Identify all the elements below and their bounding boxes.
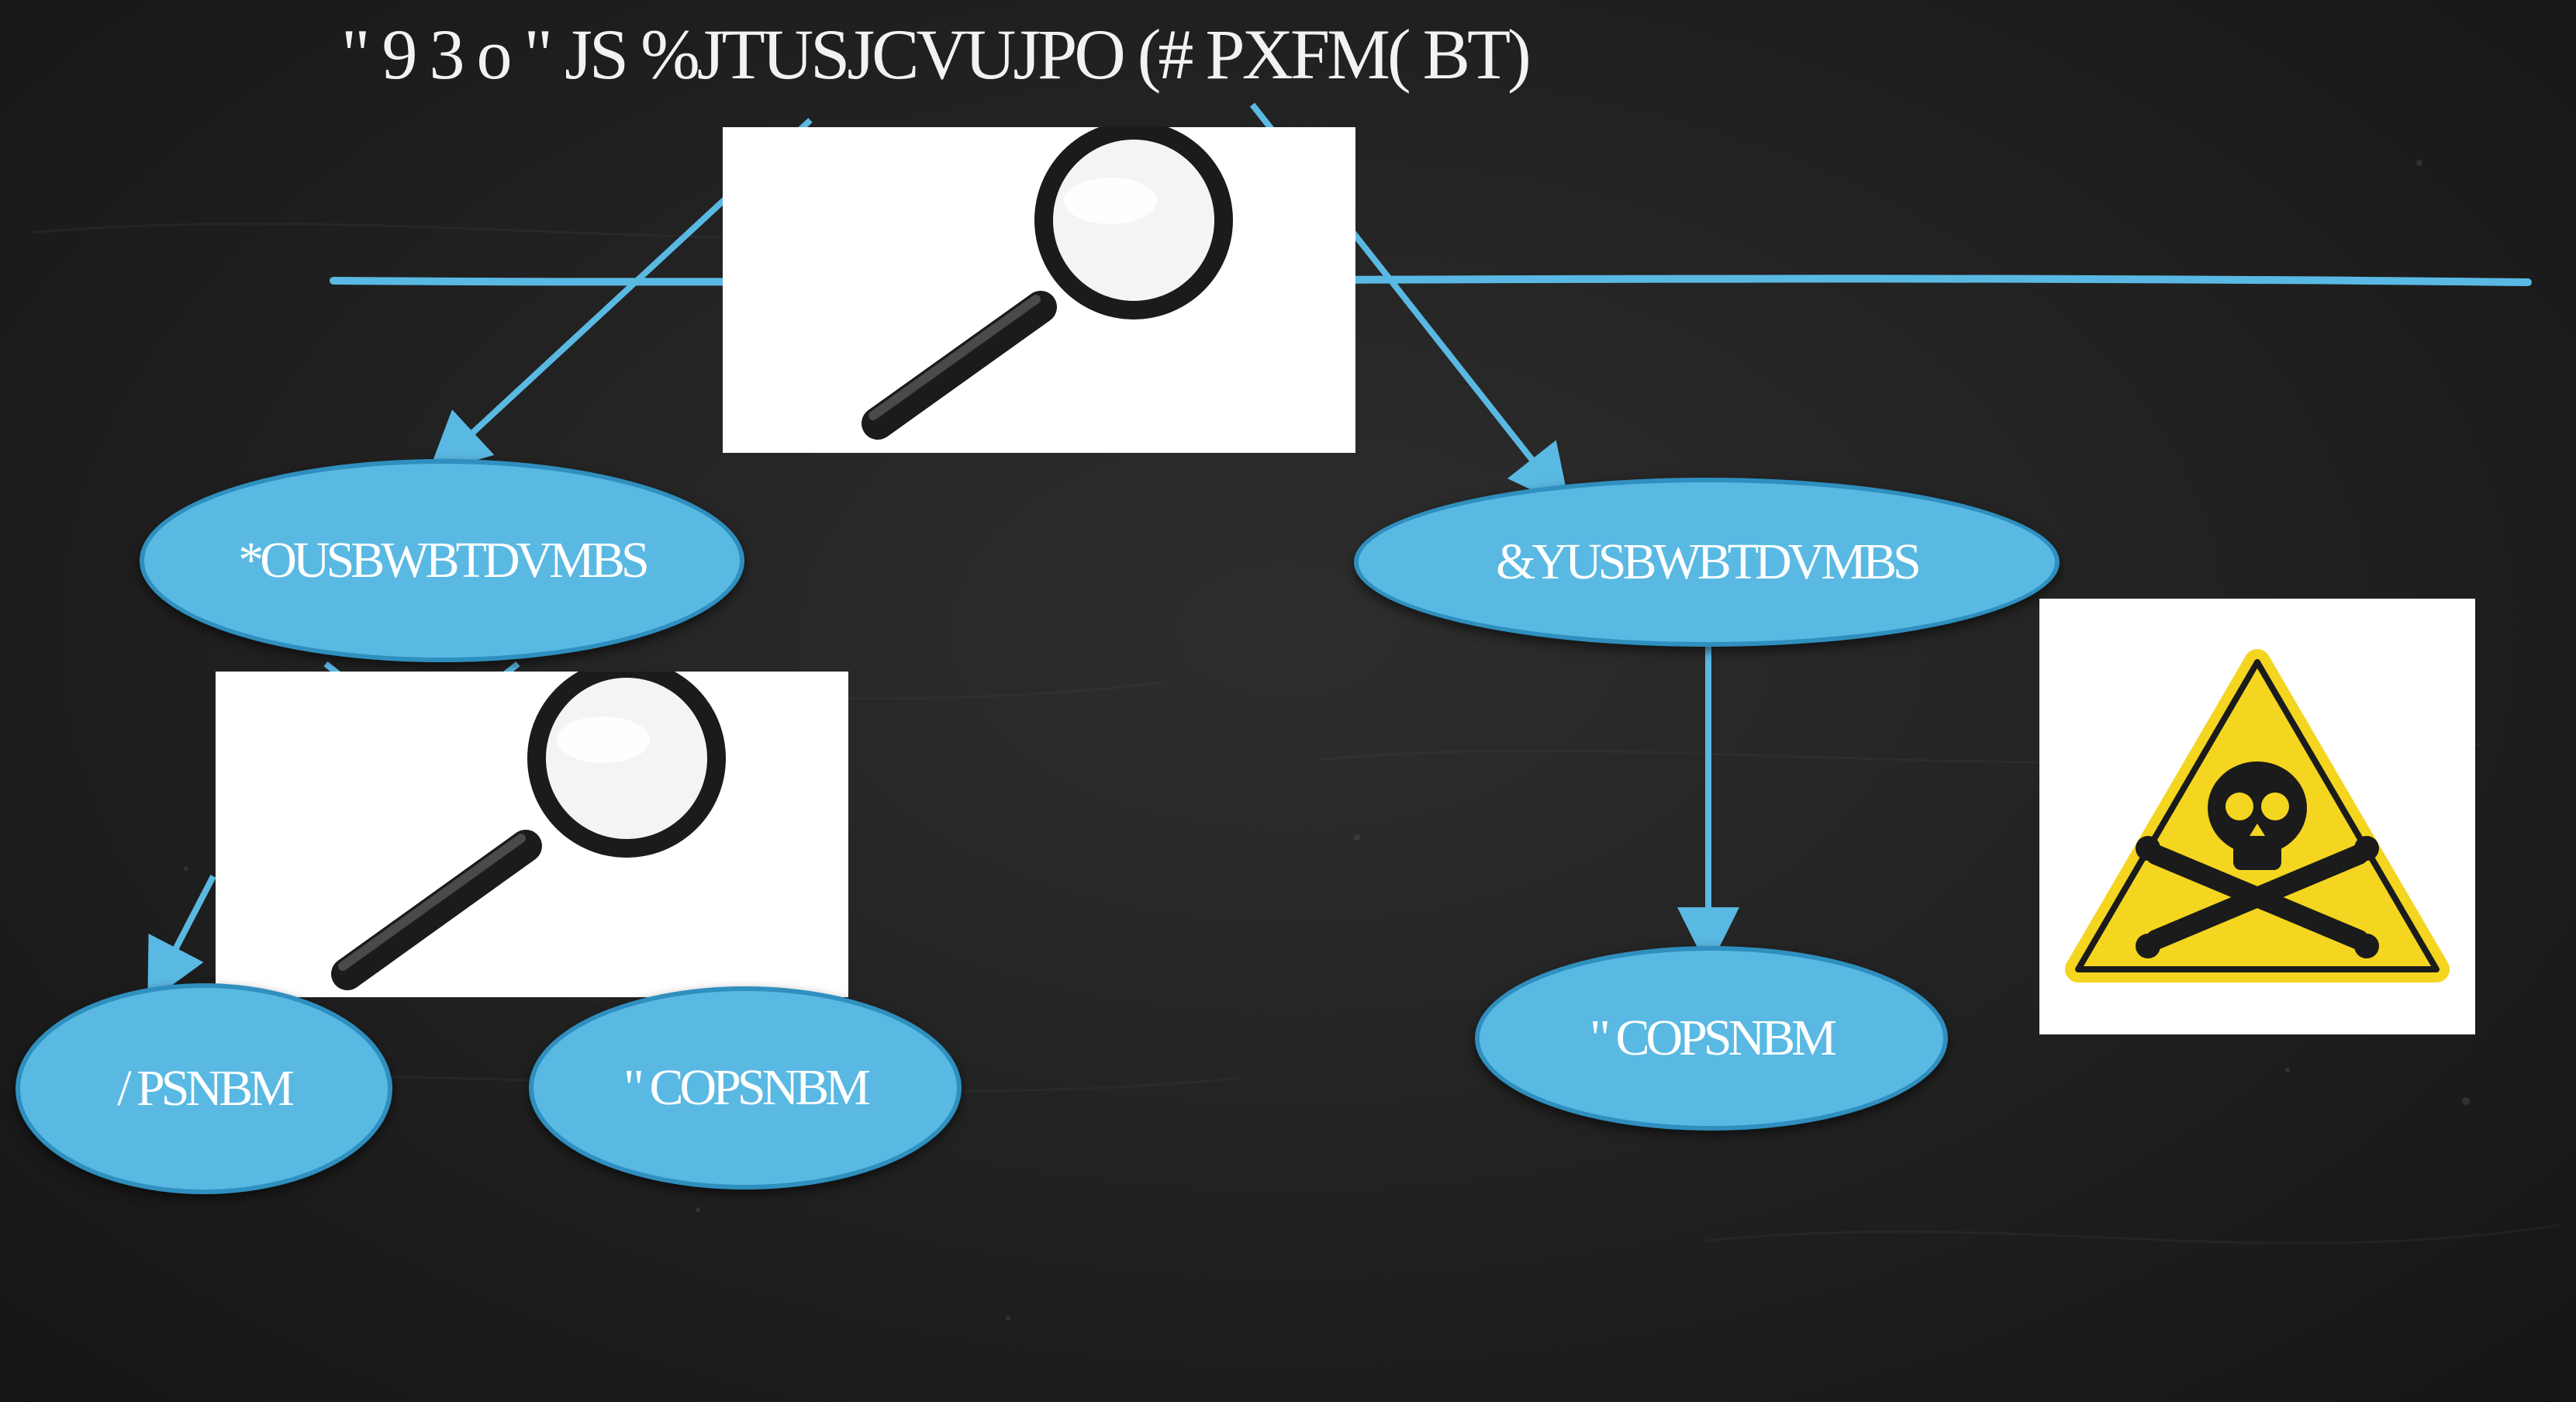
connector-intravascular-to-normal: [147, 875, 216, 1003]
node-abnormal-right: " COPSNBM: [1475, 946, 1948, 1131]
node-normal: / PSNBM: [16, 983, 392, 1194]
horizontal-rule: [330, 275, 2532, 286]
poison-warning-icon: [2065, 649, 2450, 982]
node-abnormal-left: " COPSNBM: [529, 986, 962, 1190]
node-extravascular: &YUSBWBTDVMBS: [1354, 478, 2060, 647]
magnifying-glass-icon: [331, 672, 726, 990]
slide-title: " 9 3 o " JS %JTUSJCVUJPO (# PXFM( BT): [341, 15, 1531, 94]
node-intravascular: *OUSBWBTDVMBS: [140, 459, 744, 662]
magnifier-image-top: [723, 127, 1355, 453]
magnifier-image-left: [216, 672, 848, 997]
magnifying-glass-icon: [862, 127, 1233, 440]
poison-warning-image: [2039, 599, 2475, 1034]
